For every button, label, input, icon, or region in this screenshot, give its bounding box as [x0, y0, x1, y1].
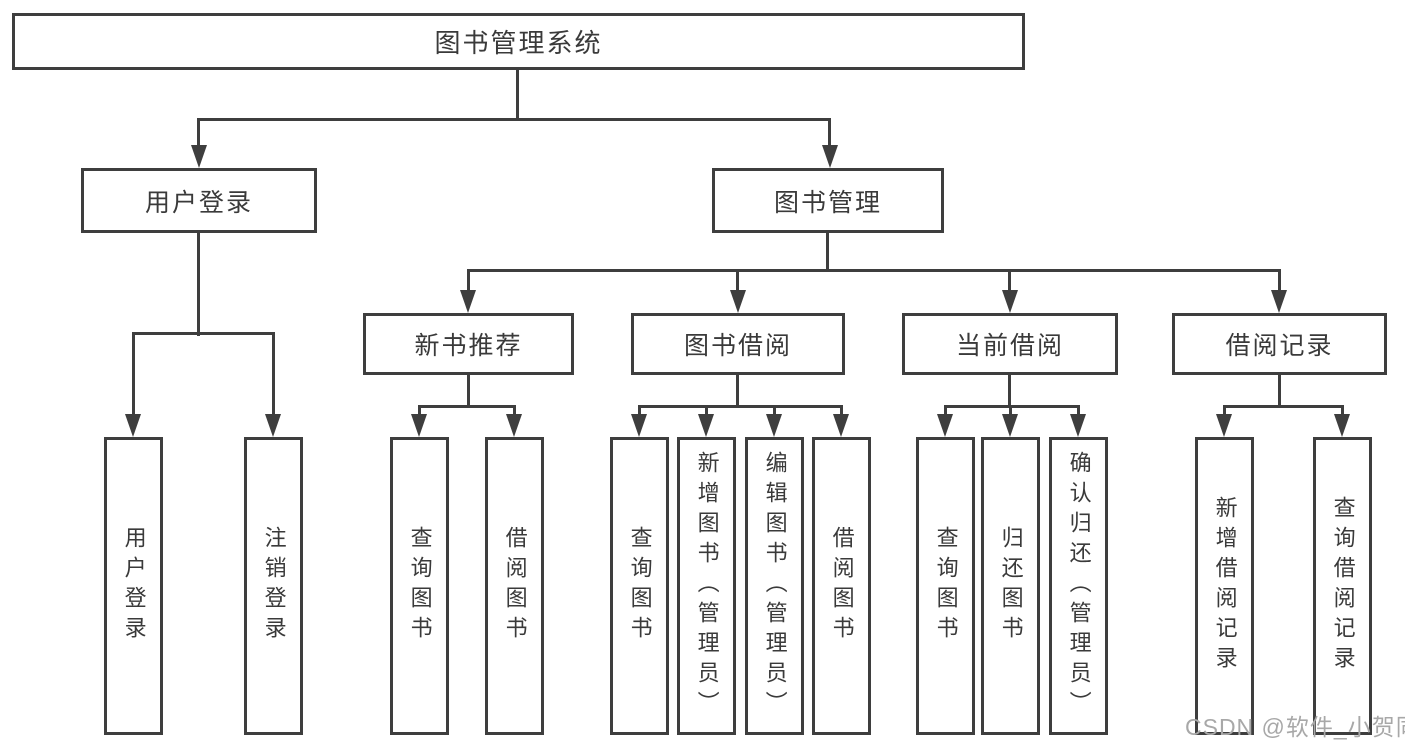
- connector-section-bar: [638, 405, 843, 408]
- leaf-borrow-add-admin: 新增图书（管理员）: [677, 437, 736, 735]
- arrow-down-icon: [506, 414, 522, 437]
- connector-user-login-drop: [197, 118, 200, 147]
- connector-section-drop: [467, 269, 470, 292]
- connector-section-bar: [418, 405, 516, 408]
- connector-section-bar: [944, 405, 1080, 408]
- connector-leaf-drop: [418, 405, 421, 416]
- arrow-down-icon: [1334, 414, 1350, 437]
- connector-section-drop: [1278, 269, 1281, 292]
- connector-section-stem: [467, 375, 470, 407]
- arrow-down-icon: [411, 414, 427, 437]
- connector-section-stem: [1008, 375, 1011, 407]
- arrow-down-icon: [1002, 290, 1018, 313]
- arrow-down-icon: [766, 414, 782, 437]
- connector-leaf-drop: [773, 405, 776, 416]
- node-new-book-recommend: 新书推荐: [363, 313, 574, 375]
- watermark: CSDN @软件_小贺同学: [1185, 714, 1405, 740]
- connector-leaf-drop: [513, 405, 516, 416]
- connector-leaf-drop: [132, 332, 135, 416]
- leaf-newbook-borrow: 借阅图书: [485, 437, 544, 735]
- arrow-down-icon: [631, 414, 647, 437]
- node-book-management: 图书管理: [712, 168, 944, 233]
- connector-leaf-drop: [705, 405, 708, 416]
- connector-book-mgmt-stem: [826, 233, 829, 271]
- leaf-logout: 注销登录: [244, 437, 303, 735]
- arrow-down-icon: [265, 414, 281, 437]
- connector-book-mgmt-drop: [828, 118, 831, 147]
- leaf-records-query: 查询借阅记录: [1313, 437, 1372, 735]
- leaf-records-add: 新增借阅记录: [1195, 437, 1254, 735]
- connector-section-bar: [1223, 405, 1344, 408]
- node-current-borrow: 当前借阅: [902, 313, 1118, 375]
- node-user-login: 用户登录: [81, 168, 317, 233]
- leaf-borrow-borrow: 借阅图书: [812, 437, 871, 735]
- connector-leaf-drop: [1077, 405, 1080, 416]
- arrow-down-icon: [822, 145, 838, 168]
- arrow-down-icon: [730, 290, 746, 313]
- connector-section-stem: [736, 375, 739, 407]
- connector-user-login-bar: [132, 332, 275, 335]
- connector-user-login-stem: [197, 233, 200, 336]
- leaf-current-query: 查询图书: [916, 437, 975, 735]
- leaf-current-return: 归还图书: [981, 437, 1040, 735]
- connector-leaf-drop: [1009, 405, 1012, 416]
- leaf-newbook-query: 查询图书: [390, 437, 449, 735]
- connector-section-stem: [1278, 375, 1281, 407]
- connector-root-stem: [516, 70, 519, 120]
- connector-leaf-drop: [1341, 405, 1344, 416]
- node-book-borrow: 图书借阅: [631, 313, 845, 375]
- connector-book-mgmt-bar: [467, 269, 1281, 272]
- arrow-down-icon: [698, 414, 714, 437]
- leaf-current-confirm-admin: 确认归还（管理员）: [1049, 437, 1108, 735]
- arrow-down-icon: [1271, 290, 1287, 313]
- arrow-down-icon: [1216, 414, 1232, 437]
- connector-leaf-drop: [272, 332, 275, 416]
- leaf-borrow-query: 查询图书: [610, 437, 669, 735]
- connector-section-drop: [1008, 269, 1011, 292]
- node-root: 图书管理系统: [12, 13, 1025, 70]
- arrow-down-icon: [460, 290, 476, 313]
- connector-section-drop: [736, 269, 739, 292]
- arrow-down-icon: [1002, 414, 1018, 437]
- connector-leaf-drop: [944, 405, 947, 416]
- arrow-down-icon: [833, 414, 849, 437]
- arrow-down-icon: [937, 414, 953, 437]
- leaf-user-login: 用户登录: [104, 437, 163, 735]
- connector-leaf-drop: [840, 405, 843, 416]
- connector-leaf-drop: [1223, 405, 1226, 416]
- connector-root-bar: [197, 118, 831, 121]
- arrow-down-icon: [191, 145, 207, 168]
- arrow-down-icon: [125, 414, 141, 437]
- arrow-down-icon: [1070, 414, 1086, 437]
- leaf-borrow-edit-admin: 编辑图书（管理员）: [745, 437, 804, 735]
- connector-leaf-drop: [638, 405, 641, 416]
- node-borrow-records: 借阅记录: [1172, 313, 1387, 375]
